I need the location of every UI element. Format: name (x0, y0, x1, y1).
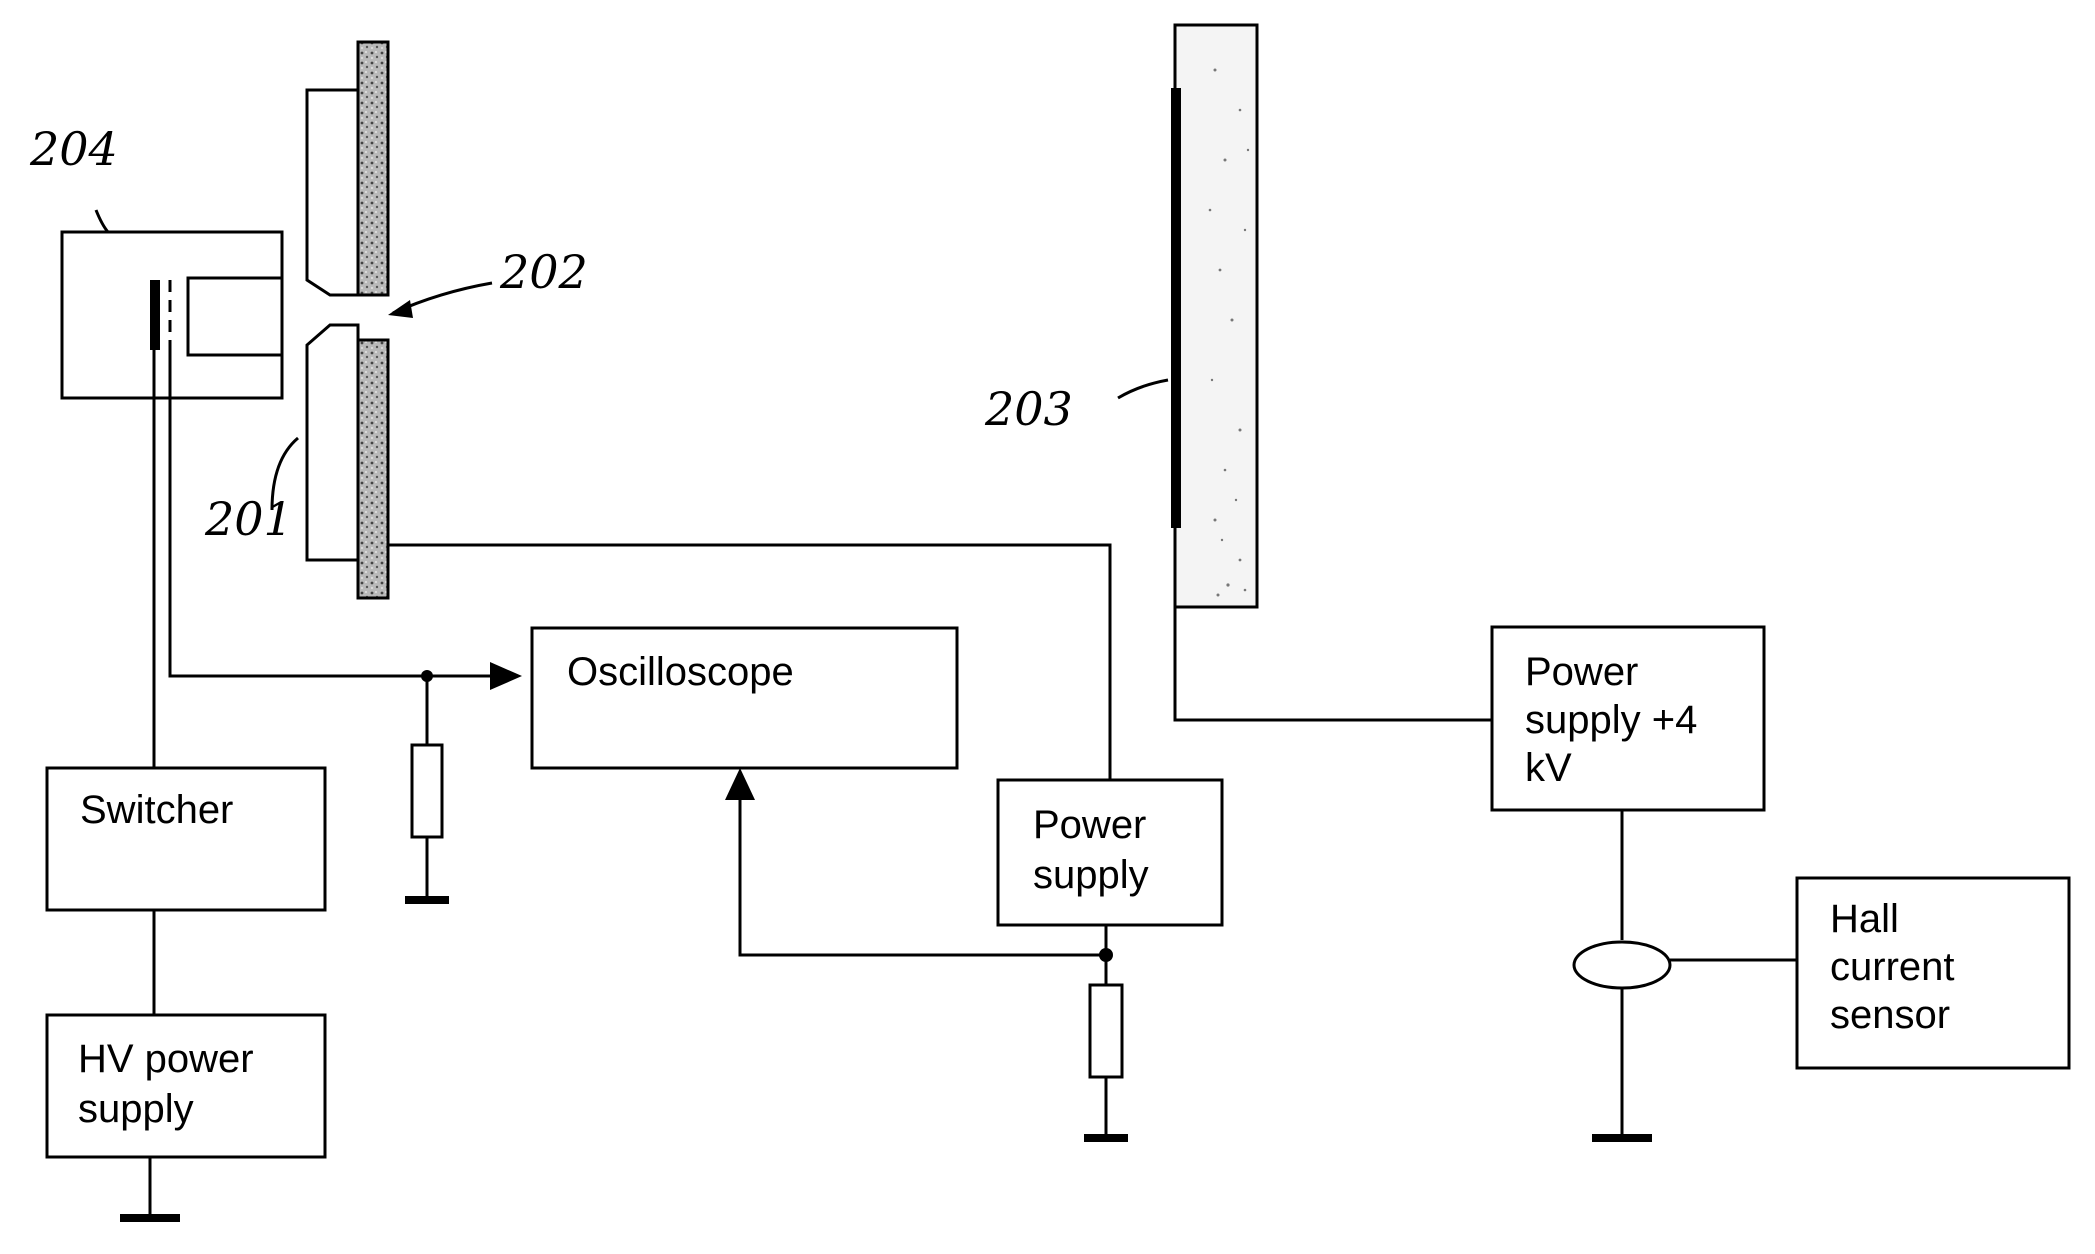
hall-sensor-loop (1574, 942, 1670, 988)
electrode-201-lower (307, 325, 388, 598)
power-supply-4kv-label-2: supply +4 (1525, 698, 1697, 742)
power-supply-4kv-label-1: Power (1525, 650, 1638, 694)
power-supply-label-2: supply (1033, 853, 1149, 897)
hv-power-supply-box: HV power supply (47, 1015, 325, 1157)
hall-current-sensor-box: Hall current sensor (1797, 878, 2069, 1068)
power-supply-box: Power supply (998, 780, 1222, 925)
source-204-electrode (150, 280, 160, 350)
oscilloscope-bottom-arrow (725, 768, 755, 800)
power-supply-4kv-box: Power supply +4 kV (1492, 627, 1764, 810)
oscilloscope-input-arrow (490, 662, 522, 690)
hall-sensor-label-1: Hall (1830, 897, 1899, 941)
oscilloscope-box: Oscilloscope (532, 628, 957, 768)
wire-target-to-power-supply-4kv (1175, 607, 1492, 720)
source-204-housing (62, 232, 282, 398)
oscilloscope-label: Oscilloscope (567, 650, 794, 694)
arrow-202-head (388, 300, 413, 318)
ref-label-203: 203 (984, 382, 1073, 436)
leader-203 (1118, 380, 1168, 398)
ref-label-204: 204 (29, 122, 118, 176)
leader-204 (96, 210, 108, 232)
hv-power-supply-label-1: HV power (78, 1037, 254, 1081)
ref-label-202: 202 (499, 245, 588, 299)
resistor-2 (1090, 985, 1122, 1077)
power-supply-4kv-label-3: kV (1525, 746, 1572, 790)
electrode-201-upper (307, 42, 388, 295)
source-204 (62, 232, 282, 398)
hall-sensor-label-2: current (1830, 945, 1955, 989)
resistor-1 (412, 745, 442, 837)
switcher-box: Switcher (47, 768, 325, 910)
switcher-label: Switcher (80, 788, 233, 832)
target-203 (1171, 25, 1257, 607)
hall-sensor-label-3: sensor (1830, 993, 1950, 1037)
source-204-nozzle (188, 278, 282, 355)
ref-label-201: 201 (204, 492, 293, 546)
hv-power-supply-label-2: supply (78, 1087, 194, 1131)
power-supply-label-1: Power (1033, 803, 1146, 847)
